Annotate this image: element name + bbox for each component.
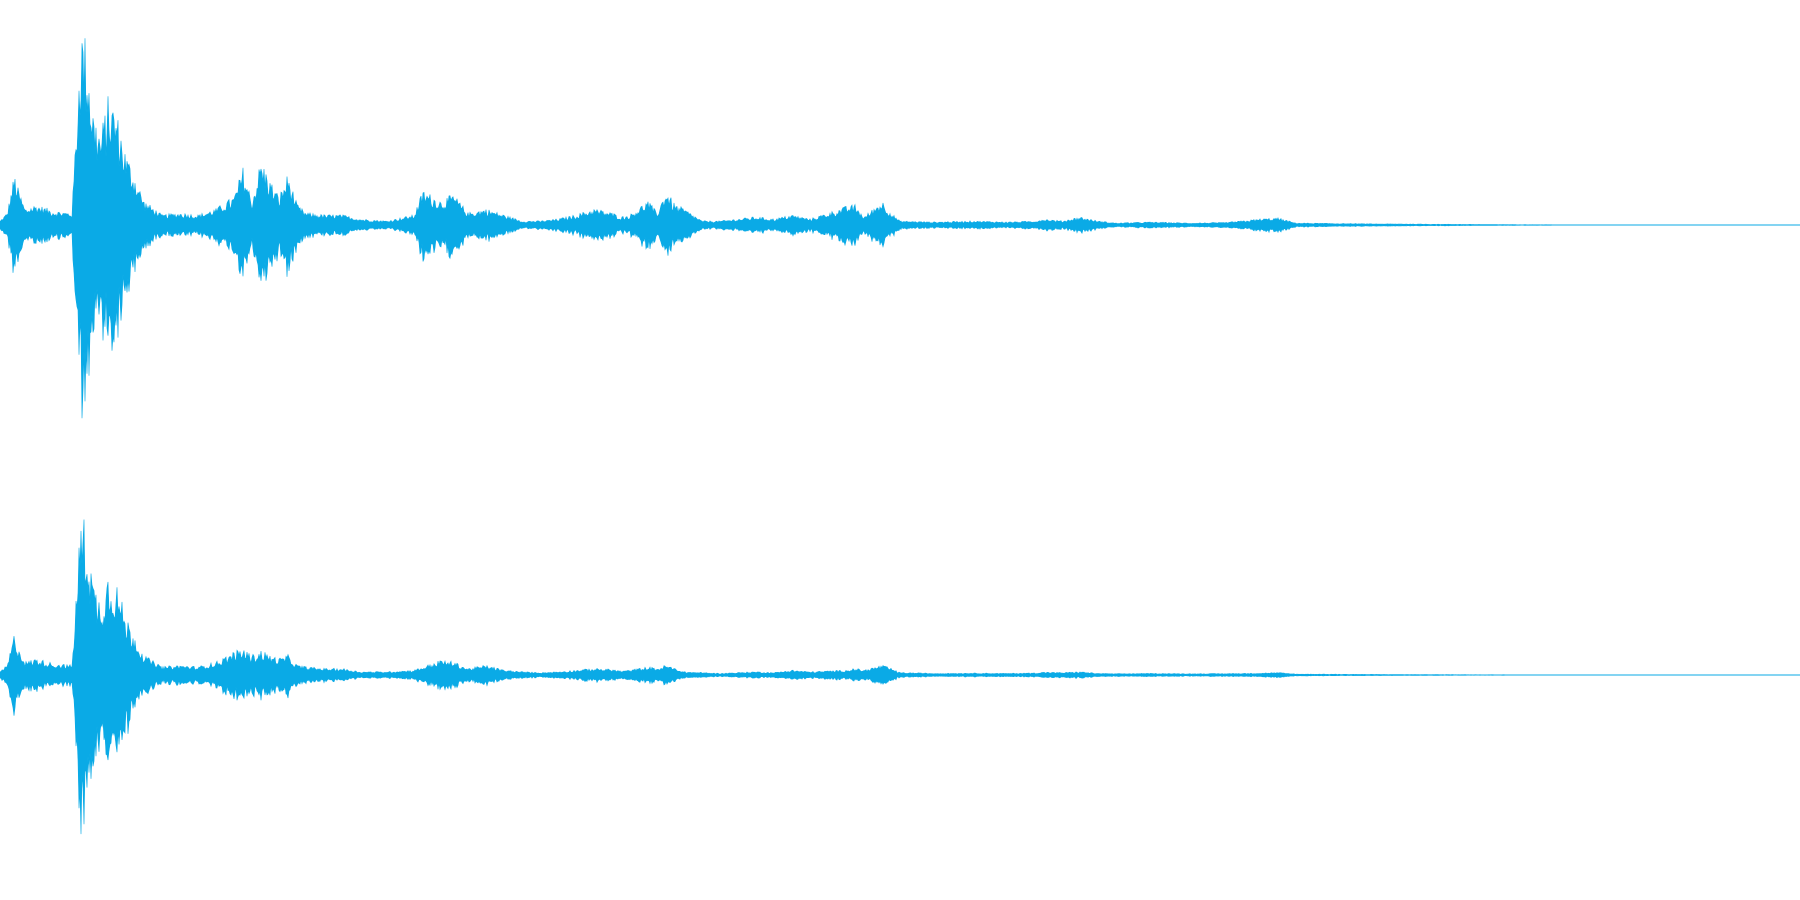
waveform-channel-1 (0, 38, 1800, 419)
waveform-peaks (0, 38, 1799, 419)
waveform-channel-2 (0, 519, 1800, 835)
waveform-peaks (0, 519, 1799, 835)
